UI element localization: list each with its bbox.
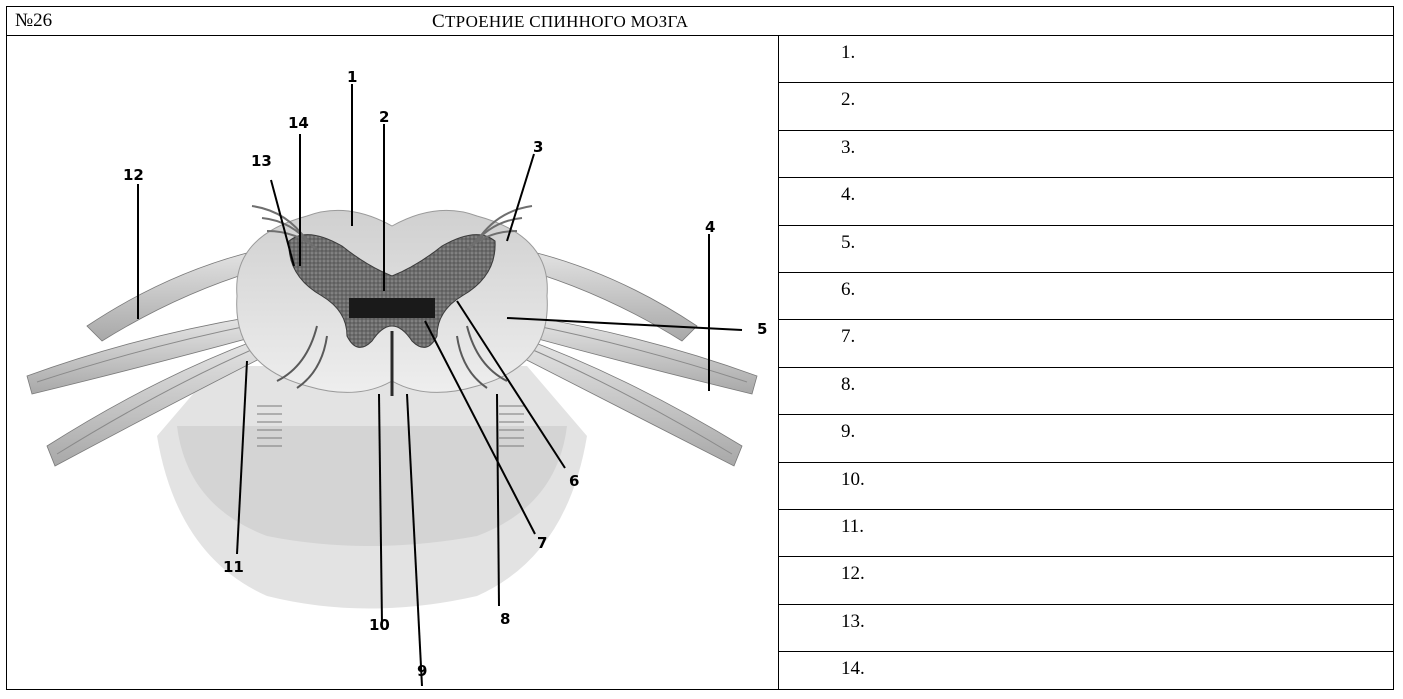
- page-title: СТРОЕНИЕ СПИННОГО МОЗГА: [432, 11, 688, 33]
- callout-8: 8: [500, 610, 510, 628]
- callout-1: 1: [347, 68, 357, 86]
- task-number: №26: [15, 10, 52, 32]
- callout-2: 2: [379, 108, 389, 126]
- callout-13: 13: [251, 152, 272, 170]
- callout-4: 4: [705, 218, 715, 236]
- spinal-cord-figure: 1 2 3 4 5 6 7 8 9 10 11 12 13 14: [7, 36, 779, 690]
- answer-row[interactable]: 2.: [779, 83, 1394, 130]
- answer-row[interactable]: 6.: [779, 273, 1394, 320]
- answer-row[interactable]: 14.: [779, 652, 1394, 699]
- answer-label: 5.: [841, 232, 855, 254]
- answer-row[interactable]: 1.: [779, 36, 1394, 83]
- answer-row[interactable]: 5.: [779, 226, 1394, 273]
- answer-label: 7.: [841, 326, 855, 348]
- answer-row[interactable]: 10.: [779, 463, 1394, 510]
- answer-label: 2.: [841, 89, 855, 111]
- answer-label: 12.: [841, 563, 865, 585]
- answer-label: 1.: [841, 42, 855, 64]
- worksheet-header: №26 СТРОЕНИЕ СПИННОГО МОЗГА: [7, 7, 1393, 36]
- answer-row[interactable]: 7.: [779, 320, 1394, 367]
- callout-9: 9: [417, 662, 427, 680]
- callout-10: 10: [369, 616, 390, 634]
- title-initial: С: [432, 11, 445, 32]
- answer-row[interactable]: 13.: [779, 605, 1394, 652]
- title-rest: ТРОЕНИЕ СПИННОГО МОЗГА: [445, 12, 688, 31]
- answer-label: 3.: [841, 137, 855, 159]
- answer-label: 11.: [841, 516, 864, 538]
- callout-12: 12: [123, 166, 144, 184]
- callout-14: 14: [288, 114, 309, 132]
- answer-label: 14.: [841, 658, 865, 680]
- callout-7: 7: [537, 534, 547, 552]
- answer-label: 10.: [841, 469, 865, 491]
- answer-row[interactable]: 12.: [779, 557, 1394, 604]
- answer-row[interactable]: 8.: [779, 368, 1394, 415]
- answer-row[interactable]: 9.: [779, 415, 1394, 462]
- central-canal-region: [349, 298, 435, 318]
- answer-label: 6.: [841, 279, 855, 301]
- callout-11: 11: [223, 558, 244, 576]
- answer-label: 13.: [841, 611, 865, 633]
- answer-label: 8.: [841, 374, 855, 396]
- answer-list: 1. 2. 3. 4. 5. 6. 7. 8. 9. 10. 11. 12. 1…: [779, 36, 1394, 690]
- answer-row[interactable]: 3.: [779, 131, 1394, 178]
- answer-row[interactable]: 4.: [779, 178, 1394, 225]
- answer-label: 9.: [841, 421, 855, 443]
- callout-6: 6: [569, 472, 579, 490]
- callout-5: 5: [757, 320, 767, 338]
- callout-3: 3: [533, 138, 543, 156]
- spinal-cord-illustration: 1 2 3 4 5 6 7 8 9 10 11 12 13 14: [7, 36, 779, 690]
- answer-label: 4.: [841, 184, 855, 206]
- worksheet: №26 СТРОЕНИЕ СПИННОГО МОЗГА: [6, 6, 1394, 690]
- answer-row[interactable]: 11.: [779, 510, 1394, 557]
